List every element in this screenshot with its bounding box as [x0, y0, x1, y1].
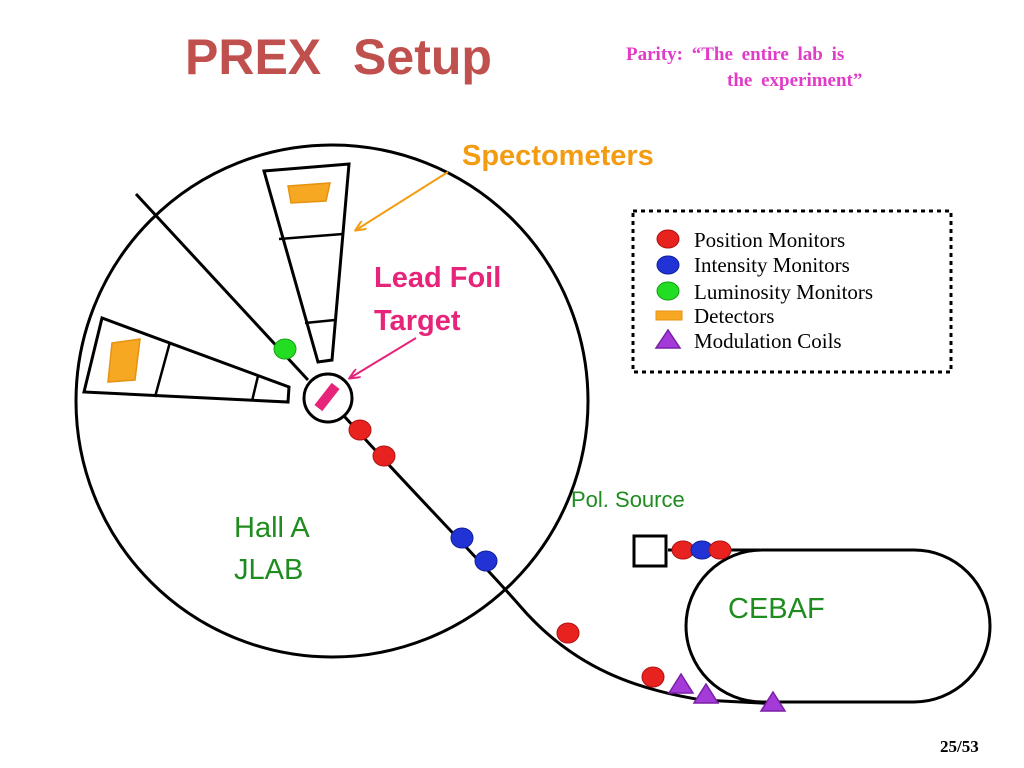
legend-label: Detectors	[694, 304, 774, 328]
modulation-coil	[759, 690, 787, 712]
intensity-monitor	[450, 527, 474, 549]
legend-label: Luminosity Monitors	[694, 280, 873, 304]
position-monitor	[372, 445, 396, 467]
left-spectrometer	[82, 316, 291, 404]
parity-note-line-2: the experiment”	[727, 70, 863, 91]
upper-detector	[287, 182, 331, 204]
blue-dot-icon	[656, 255, 680, 275]
legend-label: Intensity Monitors	[694, 253, 850, 277]
parity-note: Parity: “The entire lab is the experimen…	[626, 42, 946, 94]
legend-item-position-monitors: Position Monitors	[656, 228, 845, 252]
target-label-line-2: Target	[374, 305, 461, 337]
beam-line	[342, 414, 781, 706]
purple-triangle-icon	[654, 328, 682, 349]
position-monitor	[348, 419, 372, 441]
red-dot-icon	[656, 229, 680, 249]
legend-box	[631, 209, 953, 374]
lead-foil-target	[314, 382, 340, 412]
legend-label: Position Monitors	[694, 228, 845, 252]
legend-item-modulation-coils: Modulation Coils	[654, 328, 842, 353]
legend-item-detectors: Detectors	[655, 304, 774, 328]
position-monitor	[641, 666, 665, 688]
cebaf-racetrack	[684, 548, 992, 704]
source-label: Pol. Source	[571, 487, 685, 512]
modulation-coils	[667, 672, 787, 712]
left-detector	[107, 338, 141, 383]
hall-a-circle	[74, 143, 590, 659]
legend: Position Monitors Intensity Monitors Lum…	[631, 209, 953, 374]
position-monitor	[556, 622, 580, 644]
modulation-coil	[692, 682, 720, 704]
modulation-coil	[667, 672, 695, 694]
upper-spectrometer	[262, 162, 351, 364]
slide-title: PREX Setup	[185, 29, 492, 85]
target-label-line-1: Lead Foil	[374, 262, 501, 294]
monitors	[273, 338, 732, 688]
position-monitor	[708, 540, 732, 560]
hall-label-line-1: Hall A	[234, 512, 310, 544]
legend-item-luminosity-monitors: Luminosity Monitors	[656, 280, 873, 304]
spectrometers-arrow	[356, 171, 449, 230]
intensity-monitor	[474, 550, 498, 572]
luminosity-monitor	[273, 338, 297, 360]
hall-label-line-2: JLAB	[234, 554, 303, 586]
legend-item-intensity-monitors: Intensity Monitors	[656, 253, 850, 277]
polarized-source-box	[632, 534, 668, 568]
accelerator-label: CEBAF	[728, 593, 825, 625]
green-dot-icon	[656, 281, 680, 301]
legend-label: Modulation Coils	[694, 329, 842, 353]
spectrometers-label: Spectometers	[462, 140, 654, 172]
parity-note-line-1: Parity: “The entire lab is	[626, 44, 845, 65]
orange-bar-icon	[655, 310, 683, 321]
target-arrow	[350, 337, 417, 378]
slide-number: 25/53	[940, 737, 979, 756]
